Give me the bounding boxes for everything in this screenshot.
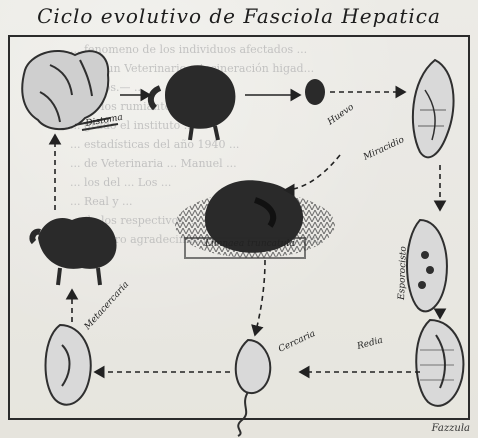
egg-illustration [305, 79, 325, 105]
label-huevo: Huevo [325, 102, 356, 128]
label-redia: Redia [355, 335, 384, 352]
redia-illustration [416, 320, 463, 406]
metacercaria-illustration [46, 325, 91, 405]
label-metacercaria: Metacercaria [82, 280, 131, 333]
sporocyst-illustration [407, 220, 447, 311]
label-limnea: Limnaea truncatula [204, 239, 295, 249]
label-miracidio: Miracidio [361, 135, 406, 163]
label-cercaria: Cercaria [277, 329, 317, 355]
host-animal-sheep-illustration [32, 217, 116, 285]
host-animal-top-illustration [151, 65, 236, 140]
label-esporocisto: Esporocisto [397, 246, 409, 302]
miracidium-illustration [413, 60, 454, 157]
signature: Fazzula [432, 423, 470, 434]
cercaria-illustration [236, 340, 271, 436]
